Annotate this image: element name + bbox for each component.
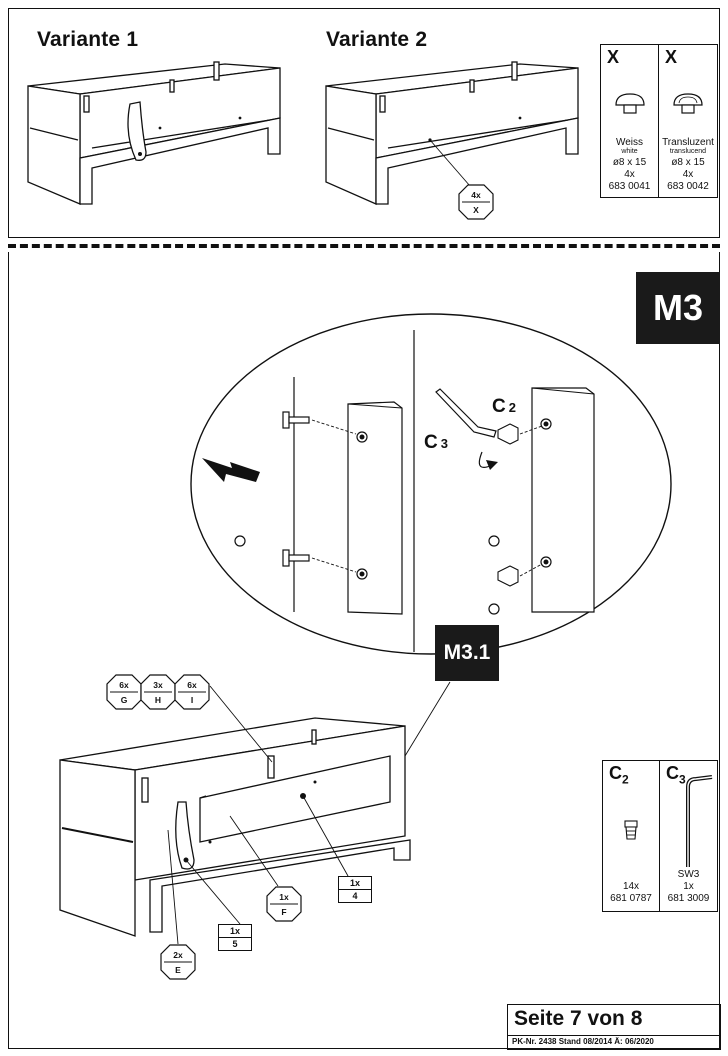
parts-table-c: C2 14x 681 0787 C3 SW3 1x 681 3009 [602, 760, 718, 912]
callout-i: 6x I [174, 674, 210, 710]
detail-ellipse [190, 313, 672, 655]
variant2-bed-illustration [325, 61, 579, 205]
callout-e: 2x E [160, 944, 196, 980]
callout-variant2-x: 4x X [458, 184, 494, 220]
step-label: M3 [636, 272, 720, 344]
connector-c2-icon [624, 820, 638, 840]
variant2-title: Variante 2 [326, 28, 428, 51]
variant1-bed-illustration [27, 61, 281, 205]
section-divider [8, 244, 720, 248]
cap-white-icon [615, 93, 645, 114]
callout-f: 1x F [266, 886, 302, 922]
allen-key-icon [686, 775, 713, 867]
callout-box-4: 1x 4 [338, 876, 372, 903]
bottom-section-frame [8, 252, 720, 1049]
parts-col-c2: C2 14x 681 0787 [603, 761, 660, 911]
parts-col-white: X Weiss white ø8 x 15 4x 683 0041 [601, 45, 659, 197]
variant1-title: Variante 1 [37, 28, 139, 51]
main-bed-illustration [59, 681, 451, 945]
parts-col-c3: C3 SW3 1x 681 3009 [660, 761, 717, 911]
callout-box-5: 1x 5 [218, 924, 252, 951]
top-section-frame [8, 8, 720, 238]
doc-meta: PK-Nr. 2438 Stand 08/2014 Ä: 06/2020 [508, 1035, 720, 1048]
sub-step-label: M3.1 [435, 625, 499, 681]
parts-col-translucent: X Transluzent translucend ø8 x 15 4x 683… [662, 47, 714, 192]
page-footer: Seite 7 von 8 PK-Nr. 2438 Stand 08/2014 … [507, 1004, 721, 1050]
parts-table-x: X Weiss white ø8 x 15 4x 683 0041 X Tran… [600, 44, 718, 198]
page-number: Seite 7 von 8 [514, 1007, 643, 1030]
cap-translucent-icon [673, 93, 703, 114]
callout-h: 3x H [140, 674, 176, 710]
callout-g: 6x G [106, 674, 142, 710]
